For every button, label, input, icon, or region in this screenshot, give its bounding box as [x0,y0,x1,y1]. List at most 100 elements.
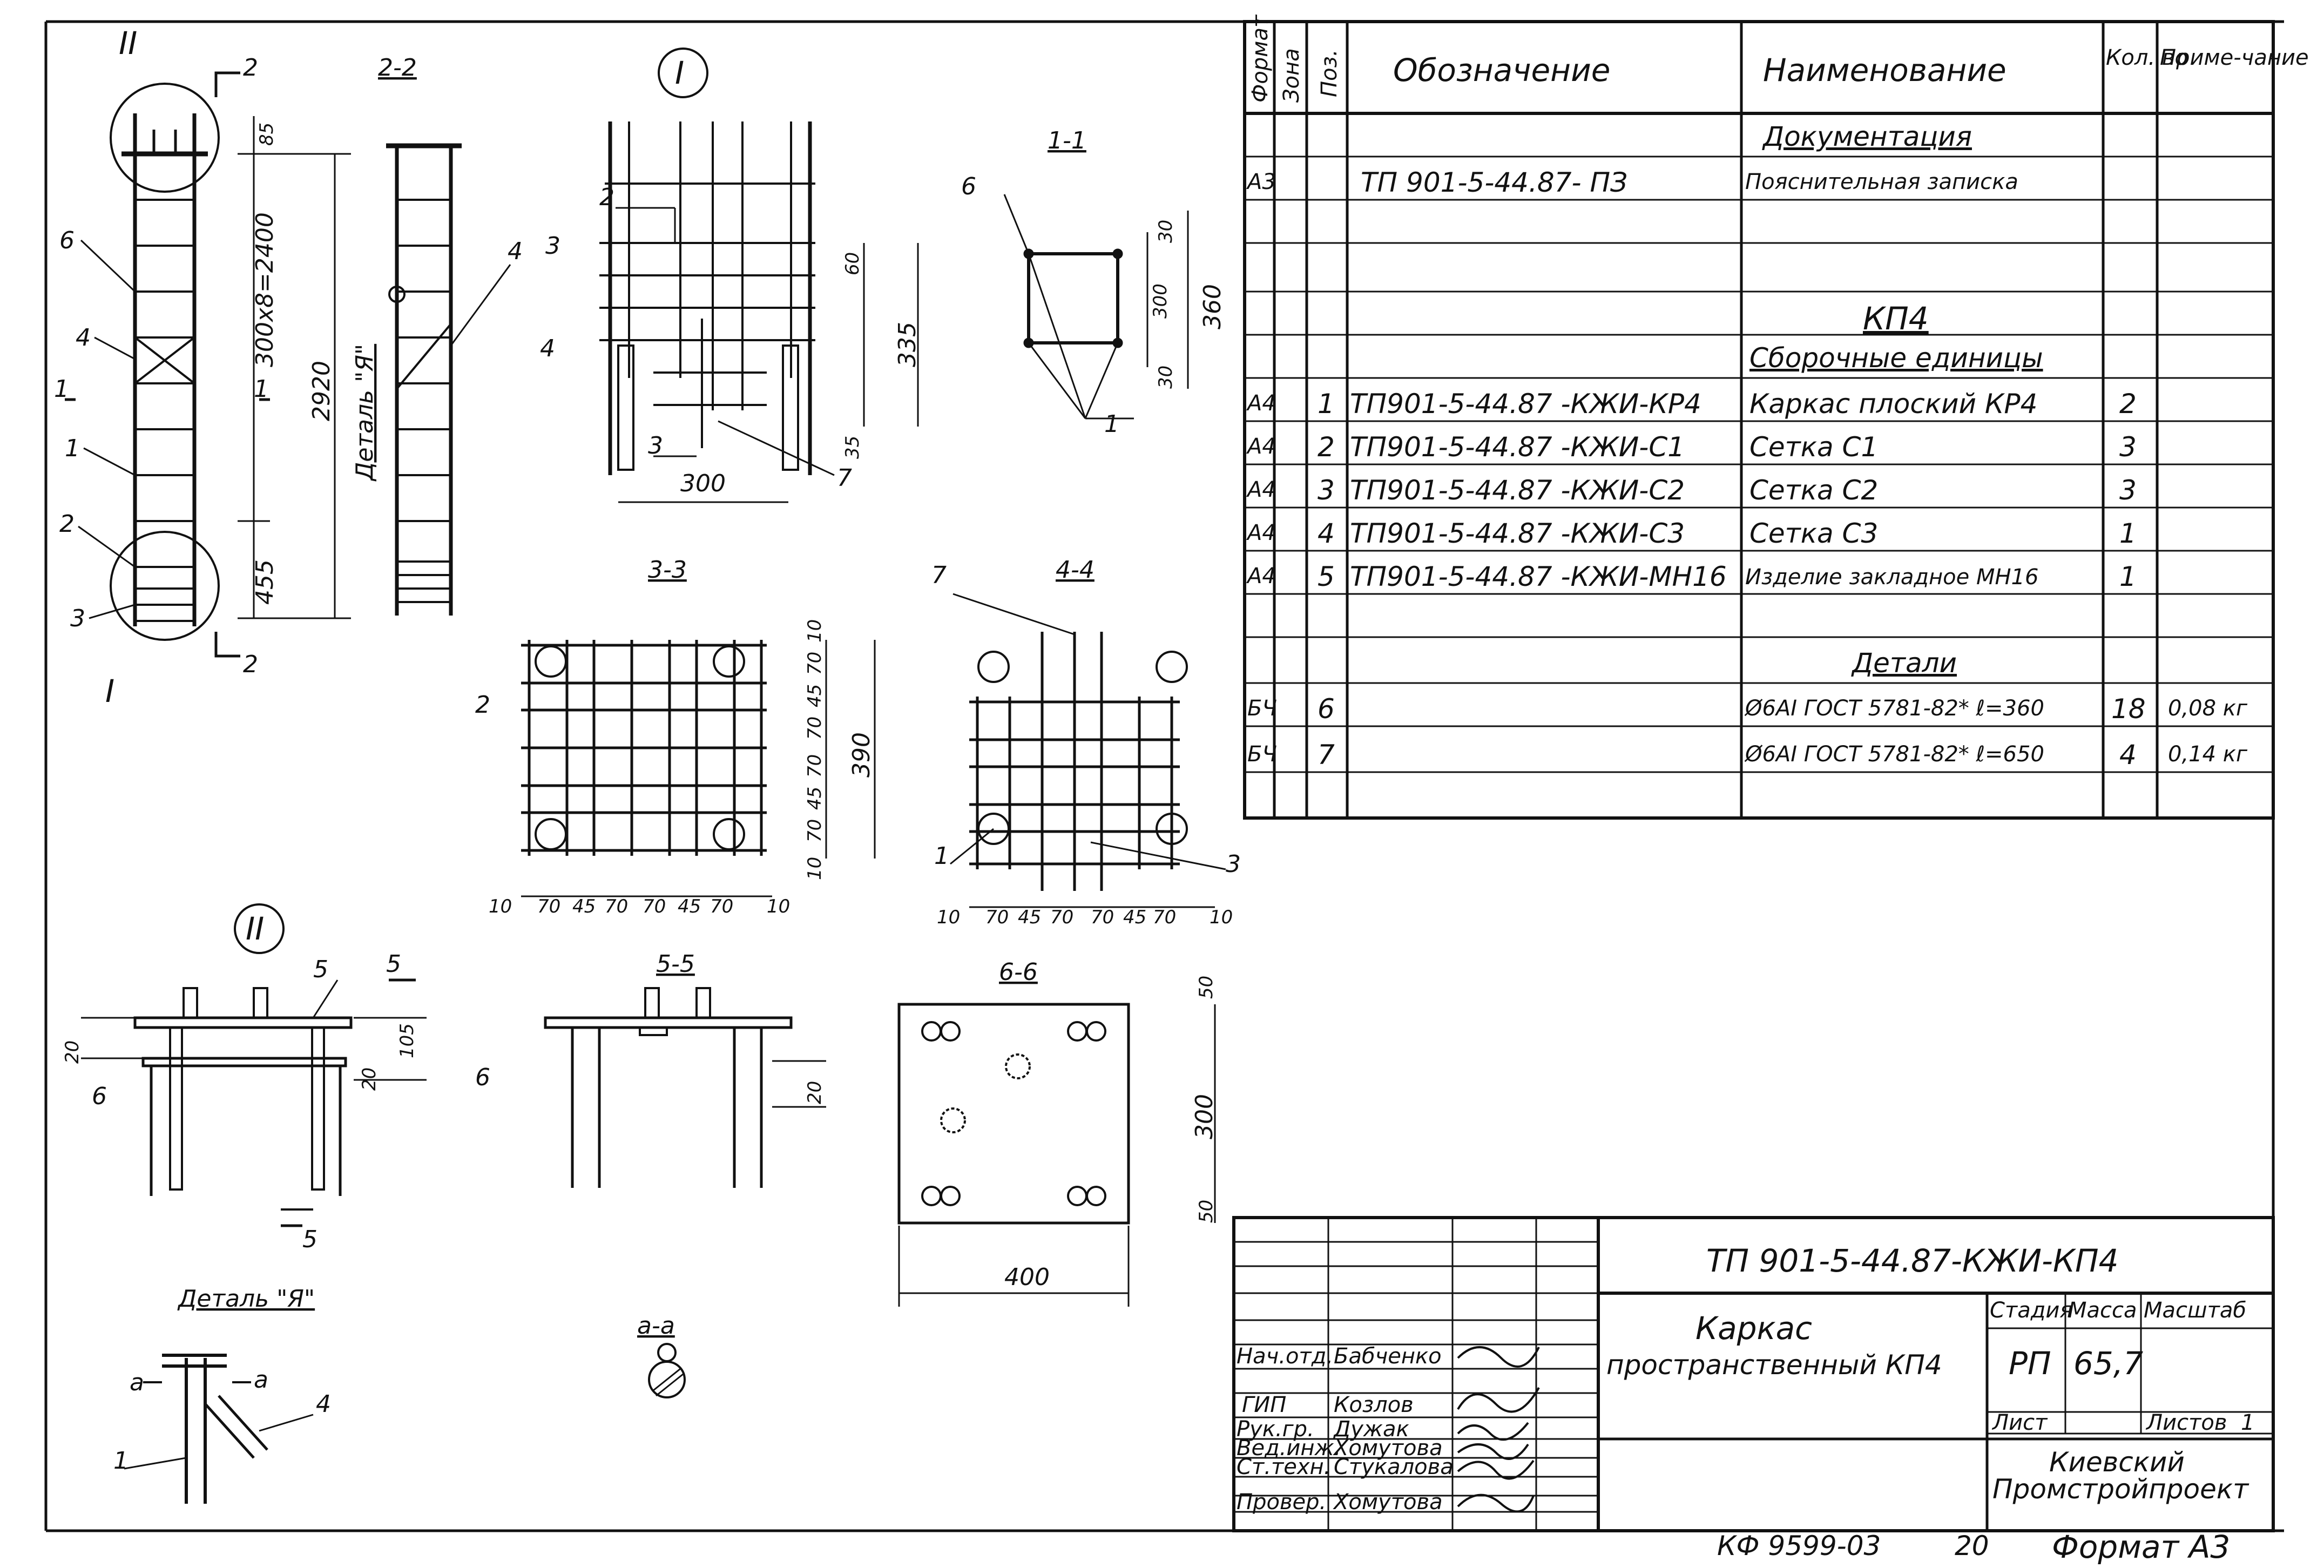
signature-scribbles [1457,1346,1540,1513]
role-label: Ст.техн. [1237,1455,1330,1479]
cut-mark-1-right: 1 [254,375,269,403]
elev-pos-6: 6 [59,227,75,254]
elevation-view [110,83,220,641]
section-2-2-title: 2-2 [378,54,417,82]
node-I-pos-2: 2 [599,184,614,211]
cut-mark-1-left: 1 [54,375,69,403]
spec-cell-pos: 4 [1318,518,1335,549]
s44-dim-b0: 10 [937,907,960,928]
mass-value: 65,7 [2073,1345,2143,1382]
s33-dim-r4: 70 [804,754,826,778]
signer-name: Бабченко [1334,1344,1442,1369]
spec-cell-note: 0,14 кг [2168,742,2248,767]
dim-300x8: 300х8=2400 [251,212,279,367]
spec-row: Сборочные единицы [1749,342,2043,374]
spec-cell-format: А4 [1246,391,1276,416]
s11-dim-360: 360 [1199,284,1226,329]
detail-pos-4: 4 [316,1390,331,1418]
section-5-5-title: 5-5 [656,950,695,978]
document-code: ТП 901-5-44.87-КЖИ-КП4 [1706,1242,2119,1279]
node-I-label: I [105,673,114,709]
section-a-a-view [648,1343,686,1398]
node-I-cut-4: 4 [540,335,555,362]
spec-header-pos: Поз. [1317,49,1342,97]
spec-header-designation: Обозначение [1393,52,1610,89]
spec-cell-name: Каркас плоский КР4 [1749,388,2037,420]
node-II-symbol [234,903,285,954]
spec-row: А4 1 ТП901-5-44.87 -КЖИ-КР4 Каркас плоск… [1246,388,2137,420]
s33-dim-b2: 45 [572,896,596,917]
spec-cell-qty: 3 [2119,431,2137,463]
s22-leader-4 [450,264,511,346]
spec-cell-qty: 1 [2119,561,2137,592]
section-6-6-title: 6-6 [999,958,1038,986]
section-2-2-view [386,143,462,616]
org-line1: Киевский [2049,1447,2185,1478]
spec-row: А4 5 ТП901-5-44.87 -КЖИ-МН16 Изделие зак… [1246,561,2137,592]
node-I-dim-300: 300 [680,470,726,497]
s33-dim-r5: 45 [804,787,826,810]
s44-pos-3: 3 [1226,850,1241,878]
s33-dim-r2: 45 [804,684,826,707]
dim-85: 85 [256,123,278,146]
s33-dim-total: 390 [848,732,875,778]
org-line2: Промстройпроект [1992,1474,2249,1505]
section-1-1-view [1003,194,1189,420]
spec-row: Документация [1762,121,1972,152]
node-I-dim-35: 35 [842,436,863,459]
section-4-4-view [950,593,1226,908]
s11-pos-1: 1 [1104,410,1119,438]
spec-header-zone: Зона [1279,48,1304,103]
node-II-dim-20: 20 [62,1040,83,1064]
section-3-3-view [521,640,876,897]
s33-dim-r7: 10 [804,857,826,880]
s44-pos-7: 7 [931,562,947,589]
s44-dim-b2: 45 [1018,907,1041,928]
spec-header-format: Формат [1248,14,1273,103]
elevation-dims [238,116,351,619]
elevation-leaders [78,239,136,619]
spec-cell-name: Детали [1851,647,1957,679]
spec-cell-pos: 2 [1318,431,1335,463]
spec-cell-qty: 1 [2119,518,2137,549]
elev-pos-3: 3 [70,605,85,632]
spec-row: БЧ 6 Ø6АI ГОСТ 5781-82* ℓ=360 18 0,08 кг [1247,693,2248,725]
s33-dim-r6: 70 [804,819,826,842]
s33-dim-b0: 10 [489,896,512,917]
stage-label: Стадия [1990,1298,2072,1323]
s44-dim-b4: 70 [1091,907,1114,928]
role-label: Провер. [1237,1490,1326,1515]
node-II-symbol-label: II [246,910,264,947]
spec-cell-qty: 2 [2119,388,2137,420]
spec-cell-designation: ТП901-5-44.87 -КЖИ-КР4 [1350,388,1701,420]
signer-name: Хомутова [1333,1436,1443,1461]
drawing-title-line2: пространственный КП4 [1606,1349,1942,1381]
spec-cell-name: КП4 [1863,300,1929,337]
elev-pos-4: 4 [76,324,91,352]
spec-cell-format: А3 [1246,170,1276,194]
signer-name: Дужак [1333,1417,1409,1442]
node-I-symbol [658,48,708,98]
node-II-label: II [119,25,137,62]
spec-cell-name: Сетка С1 [1749,431,1878,463]
cut-mark-2-bottom: 2 [243,651,258,678]
signature-rows: Нач.отд. Бабченко ГИП Козлов Рук.гр. Дуж… [1237,1344,1454,1515]
spec-cell-qty: 3 [2119,475,2137,506]
s44-dim-b6: 70 [1153,907,1176,928]
s22-pos-4: 4 [508,238,523,265]
spec-cell-pos: 6 [1318,693,1335,725]
s44-dim-b1: 70 [985,907,1009,928]
node-II-cut-6-right: 6 [475,1064,490,1091]
s33-dim-b4: 70 [643,896,666,917]
elev-pos-2: 2 [59,510,75,538]
sheets-value: 1 [2241,1410,2254,1435]
s33-dim-r1: 70 [804,652,826,675]
node-II-dim-105: 105 [396,1023,418,1058]
spec-cell-format: А4 [1246,477,1276,502]
spec-row: Детали [1851,647,1957,679]
s33-right-dims: 10 70 45 70 70 45 70 10 [804,619,826,880]
spec-cell-name: Сборочные единицы [1749,342,2043,374]
sheet-label: Лист [1991,1410,2048,1435]
drawing-title-line1: Каркас [1695,1310,1812,1347]
section-6-6-view [897,1003,1216,1307]
